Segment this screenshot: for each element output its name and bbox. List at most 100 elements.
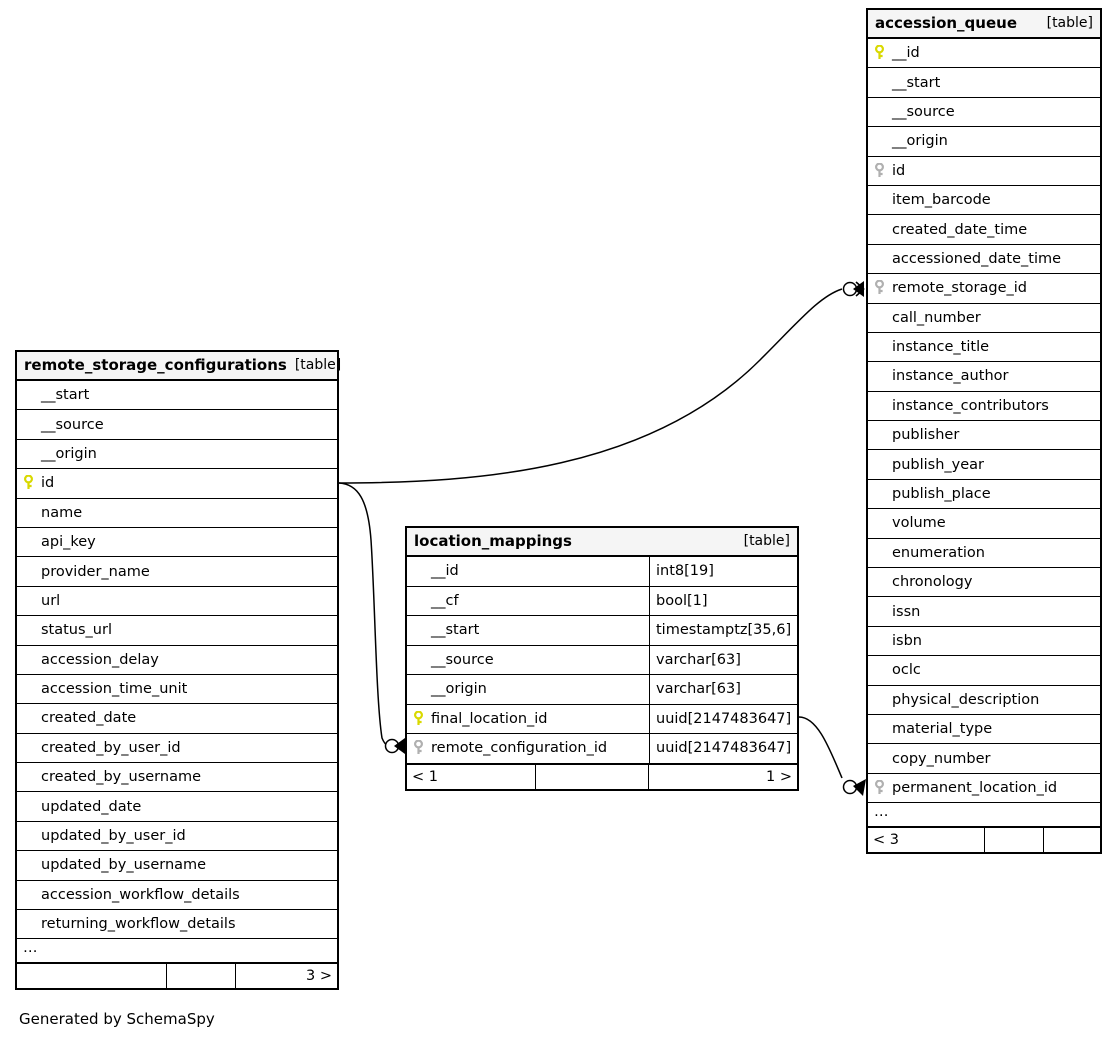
table-row[interactable]: updated_date (17, 792, 337, 822)
table-row[interactable]: issn (868, 597, 1100, 627)
column-type: int8[19] (649, 557, 797, 586)
table-row[interactable]: created_by_user_id (17, 734, 337, 764)
table-row[interactable]: isbn (868, 627, 1100, 657)
table-row[interactable]: remote_storage_id (868, 274, 1100, 304)
table-row[interactable]: __id int8[19] (407, 557, 797, 587)
footer-prev-link[interactable]: < 1 (407, 764, 536, 789)
table-row[interactable]: created_by_username (17, 763, 337, 793)
column-name: created_date (41, 710, 137, 727)
column-name: publish_year (892, 456, 984, 473)
table-location_mappings[interactable]: location_mappings [table] __id int8[19] … (405, 526, 799, 791)
no-key-icon (17, 763, 39, 791)
table-name: accession_queue (875, 14, 1018, 32)
table-row[interactable]: oclc (868, 656, 1100, 686)
table-row[interactable]: enumeration (868, 539, 1100, 569)
table-row[interactable]: status_url (17, 616, 337, 646)
table-row[interactable]: volume (868, 509, 1100, 539)
column-type: uuid[2147483647] (649, 734, 797, 763)
table-row[interactable]: call_number (868, 304, 1100, 333)
table-row[interactable]: remote_configuration_id uuid[2147483647] (407, 734, 797, 764)
table-row[interactable]: instance_title (868, 333, 1100, 363)
table-row[interactable]: accession_workflow_details (17, 881, 337, 911)
foreign-key-icon (868, 274, 890, 302)
column-name: accession_workflow_details (41, 886, 240, 903)
table-row[interactable]: id (17, 469, 337, 499)
table-row[interactable]: permanent_location_id (868, 774, 1100, 804)
column-name: __source (892, 103, 955, 120)
table-row[interactable]: updated_by_user_id (17, 822, 337, 852)
no-key-icon (17, 881, 39, 909)
table-row[interactable]: __start (17, 381, 337, 411)
table-row[interactable]: material_type (868, 715, 1100, 745)
table-row[interactable]: created_date_time (868, 215, 1100, 245)
edge-location-mappings-to-accession-queue (798, 716, 866, 796)
table-row[interactable]: accession_delay (17, 646, 337, 675)
table-row[interactable]: publish_year (868, 450, 1100, 480)
no-key-icon (868, 392, 890, 420)
table-row[interactable]: __id (868, 39, 1100, 69)
no-key-icon (868, 480, 890, 508)
column-name: instance_author (892, 368, 1009, 385)
table-row[interactable]: __cf bool[1] (407, 586, 797, 616)
no-key-icon (407, 646, 429, 675)
table-row[interactable]: __start timestamptz[35,6] (407, 616, 797, 646)
table-footer-location_mappings[interactable]: < 1 1 > (407, 763, 797, 789)
column-name: issn (892, 603, 921, 620)
table-row[interactable]: instance_author (868, 362, 1100, 392)
table-row[interactable]: physical_description (868, 686, 1100, 715)
table-row[interactable]: instance_contributors (868, 392, 1100, 422)
footer-prev-link[interactable] (17, 964, 167, 989)
no-key-icon (868, 98, 890, 126)
table-footer-accession_queue[interactable]: < 3 (868, 827, 1100, 853)
column-name: __origin (892, 133, 948, 150)
column-name: __source (41, 416, 104, 433)
column-name: id (892, 162, 906, 179)
footer-middle (985, 828, 1044, 853)
table-row[interactable]: __source varchar[63] (407, 645, 797, 675)
table-row[interactable]: __source (868, 98, 1100, 128)
footer-next-link[interactable] (1044, 828, 1100, 852)
table-row[interactable]: publish_place (868, 480, 1100, 510)
no-key-icon (868, 568, 890, 596)
table-header-remote_storage_configurations: remote_storage_configurations [table] (17, 352, 341, 381)
column-type: bool[1] (649, 586, 797, 615)
table-row[interactable]: __origin (868, 127, 1100, 157)
table-row[interactable]: name (17, 499, 337, 528)
table-row[interactable]: accession_time_unit (17, 675, 337, 705)
column-name: call_number (892, 309, 981, 326)
table-row[interactable]: provider_name (17, 557, 337, 587)
table-row[interactable]: accessioned_date_time (868, 245, 1100, 275)
no-key-icon (868, 744, 890, 772)
no-key-icon (17, 675, 39, 703)
column-name: provider_name (41, 563, 150, 580)
no-key-icon (17, 792, 39, 820)
no-key-icon (868, 333, 890, 361)
table-row[interactable]: returning_workflow_details (17, 910, 337, 940)
table-row[interactable]: final_location_id uuid[2147483647] (407, 704, 797, 734)
table-accession_queue[interactable]: accession_queue [table] __id __start __s… (866, 8, 1102, 855)
foreign-key-icon (868, 774, 890, 802)
column-name: instance_title (892, 339, 990, 356)
no-key-icon (17, 410, 39, 438)
table-row[interactable]: __source (17, 410, 337, 440)
table-row[interactable]: __origin varchar[63] (407, 675, 797, 705)
table-row[interactable]: api_key (17, 528, 337, 558)
table-row[interactable]: item_barcode (868, 186, 1100, 216)
table-row[interactable]: chronology (868, 568, 1100, 598)
primary-key-icon (17, 469, 39, 497)
footer-next-link[interactable]: 1 > (766, 768, 792, 785)
table-row[interactable]: created_date (17, 704, 337, 734)
table-row[interactable]: id (868, 157, 1100, 186)
column-name: enumeration (892, 544, 985, 561)
table-row[interactable]: url (17, 587, 337, 617)
table-remote_storage_configurations[interactable]: remote_storage_configurations [table] __… (15, 350, 341, 991)
table-row[interactable]: __origin (17, 440, 337, 470)
footer-prev-link[interactable]: < 3 (868, 828, 985, 853)
table-row[interactable]: __start (868, 68, 1100, 98)
table-row[interactable]: publisher (868, 421, 1100, 451)
table-footer-remote_storage_configurations[interactable]: 3 > (17, 963, 337, 989)
table-row[interactable]: copy_number (868, 744, 1100, 774)
footer-next-link[interactable]: 3 > (306, 968, 332, 985)
table-row[interactable]: updated_by_username (17, 851, 337, 881)
